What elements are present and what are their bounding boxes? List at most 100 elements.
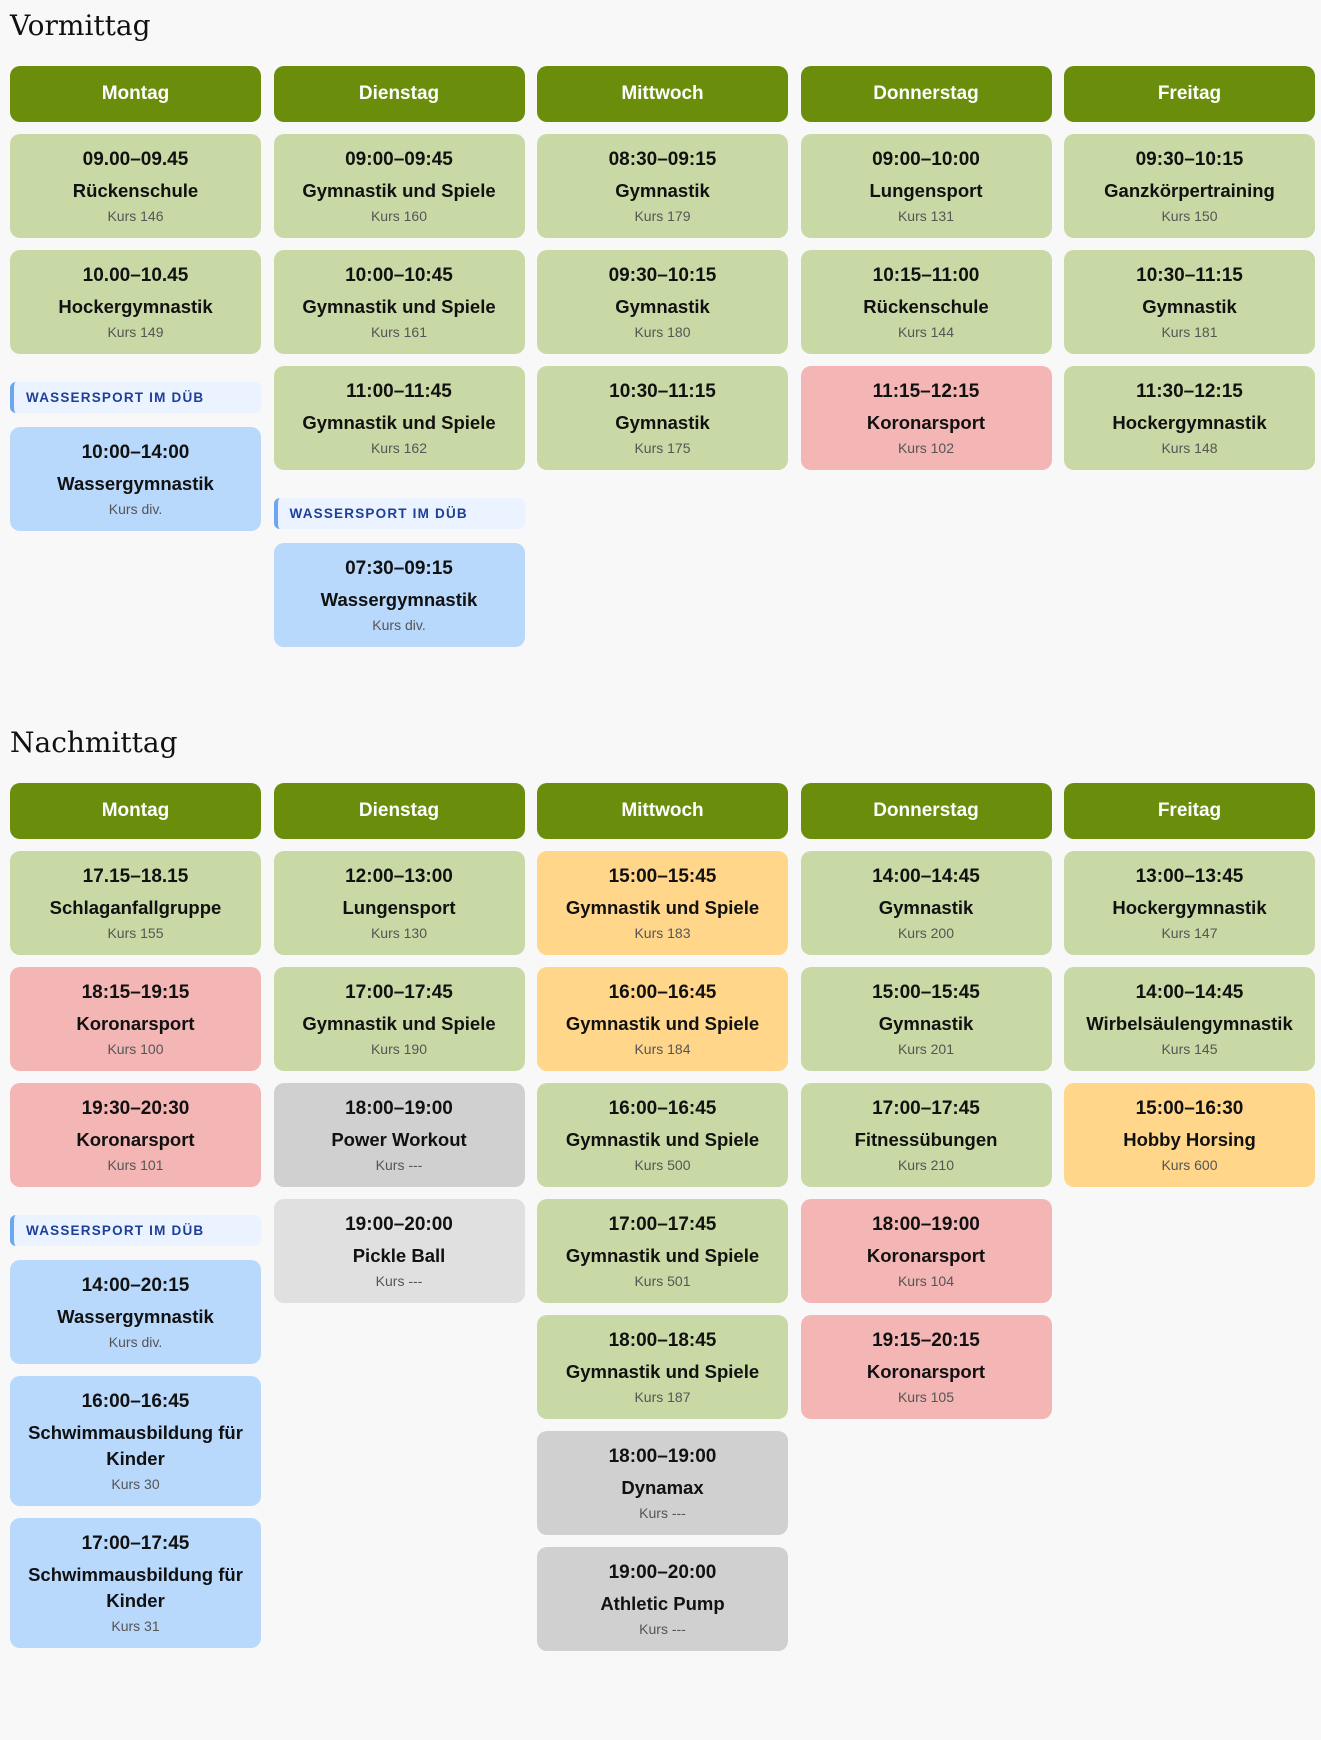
course-time: 09:00–10:00 xyxy=(872,149,980,170)
course-number: Kurs 148 xyxy=(1161,440,1218,456)
day-header: Dienstag xyxy=(273,66,525,122)
course-time: 10.00–10.45 xyxy=(82,265,189,286)
course-name: Hobby Horsing xyxy=(1123,1129,1256,1150)
course-number: Kurs --- xyxy=(375,1273,423,1289)
course-number: Kurs 500 xyxy=(634,1157,691,1173)
course-name: Wirbelsäulengymnastik xyxy=(1086,1013,1293,1034)
course-number: Kurs 184 xyxy=(634,1041,691,1057)
course-time: 17.15–18.15 xyxy=(82,866,189,887)
course-number: Kurs 130 xyxy=(370,925,428,941)
course-name: Gymnastik und Spiele xyxy=(302,412,496,433)
course-number: Kurs 210 xyxy=(897,1157,955,1173)
course-number: Kurs div. xyxy=(372,617,426,633)
day-header: Montag xyxy=(10,783,261,839)
course-number: Kurs 146 xyxy=(107,208,164,224)
course-name: Gymnastik xyxy=(1142,296,1237,317)
course-number: Kurs 160 xyxy=(370,208,428,224)
course-name: Rückenschule xyxy=(72,180,199,201)
course-name: Power Workout xyxy=(331,1129,467,1150)
course-number: Kurs 149 xyxy=(107,324,164,340)
course-number: Kurs 501 xyxy=(634,1273,691,1289)
course-time: 12:00–13:00 xyxy=(345,866,453,887)
course-time: 10:00–14:00 xyxy=(81,442,190,463)
course-number: Kurs 31 xyxy=(111,1618,160,1634)
course-number: Kurs 175 xyxy=(634,440,691,456)
course-time: 09:00–09:45 xyxy=(345,149,453,170)
category-label: WASSERSPORT IM DÜB xyxy=(273,498,525,529)
course-number: Kurs 161 xyxy=(370,324,428,340)
course-name: Schwimmausbildung für Kinder xyxy=(28,1564,243,1611)
course-time: 10:30–11:15 xyxy=(609,381,716,402)
course-time: 16:00–16:45 xyxy=(608,982,717,1003)
category-label: WASSERSPORT IM DÜB xyxy=(10,382,261,413)
course-number: Kurs 200 xyxy=(897,925,955,941)
course-number: Kurs 30 xyxy=(111,1476,160,1492)
course-time: 18:00–19:00 xyxy=(608,1446,717,1467)
course-name: Fitnessübungen xyxy=(854,1129,998,1150)
course-number: Kurs 131 xyxy=(897,208,955,224)
course-number: Kurs 183 xyxy=(634,925,691,941)
course-number: Kurs 201 xyxy=(897,1041,955,1057)
day-header: Freitag xyxy=(1064,66,1315,122)
course-number: Kurs 600 xyxy=(1161,1157,1218,1173)
course-time: 18:00–19:00 xyxy=(872,1214,980,1235)
course-name: Koronarsport xyxy=(866,1245,986,1266)
course-time: 16:00–16:45 xyxy=(608,1098,717,1119)
course-name: Koronarsport xyxy=(866,412,986,433)
day-header: Montag xyxy=(10,66,261,122)
course-number: Kurs --- xyxy=(639,1621,686,1637)
course-time: 16:00–16:45 xyxy=(81,1391,190,1412)
course-time: 11:15–12:15 xyxy=(872,381,980,402)
day-header: Freitag xyxy=(1064,783,1315,839)
course-number: Kurs 187 xyxy=(634,1389,691,1405)
course-time: 18:00–18:45 xyxy=(608,1330,717,1351)
course-time: 07:30–09:15 xyxy=(345,558,453,579)
course-number: Kurs 180 xyxy=(634,324,691,340)
